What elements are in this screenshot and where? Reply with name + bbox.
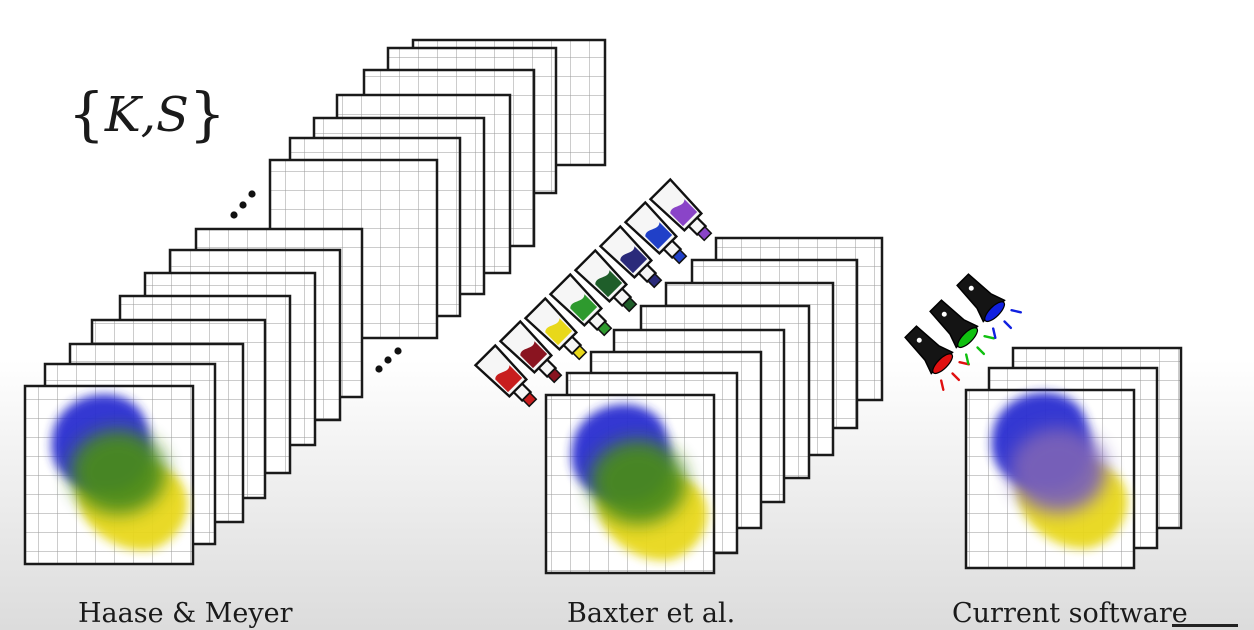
paint-tube-violet <box>648 177 713 242</box>
paint-tube-blue <box>623 200 688 265</box>
caption-haase-meyer: Haase & Meyer <box>78 598 293 629</box>
paint-tube-yellow <box>523 296 588 361</box>
ellipsis-dot <box>384 356 392 364</box>
paint-blob-current <box>991 392 1128 549</box>
ellipsis-dot <box>394 347 402 355</box>
flashlight-blue <box>956 273 1022 339</box>
paint-tube-green <box>548 272 613 337</box>
paint-tube-dark-green <box>573 248 638 313</box>
ks-k-symbol: K <box>104 87 141 143</box>
ellipsis-dot <box>248 190 256 198</box>
bottom-rule <box>1172 624 1238 627</box>
ks-close-brace: } <box>188 80 226 148</box>
ks-separator: , <box>140 87 157 143</box>
paint-tube-indigo <box>598 224 663 289</box>
flashlight-green <box>929 299 995 365</box>
ks-formula: {K,S} <box>68 80 226 148</box>
ks-open-brace: { <box>68 80 105 148</box>
paint-blob-baxter <box>571 404 708 561</box>
ellipsis-dot <box>375 365 383 373</box>
ellipsis-dot <box>239 201 247 209</box>
caption-baxter: Baxter et al. <box>567 598 736 629</box>
paint-tube-dark-red <box>498 319 563 384</box>
ks-s-symbol: S <box>156 87 189 143</box>
caption-current-software: Current software <box>952 598 1188 629</box>
ellipsis-dot <box>230 211 238 219</box>
paint-tube-red <box>473 343 538 408</box>
paint-blob-haase <box>51 394 188 551</box>
